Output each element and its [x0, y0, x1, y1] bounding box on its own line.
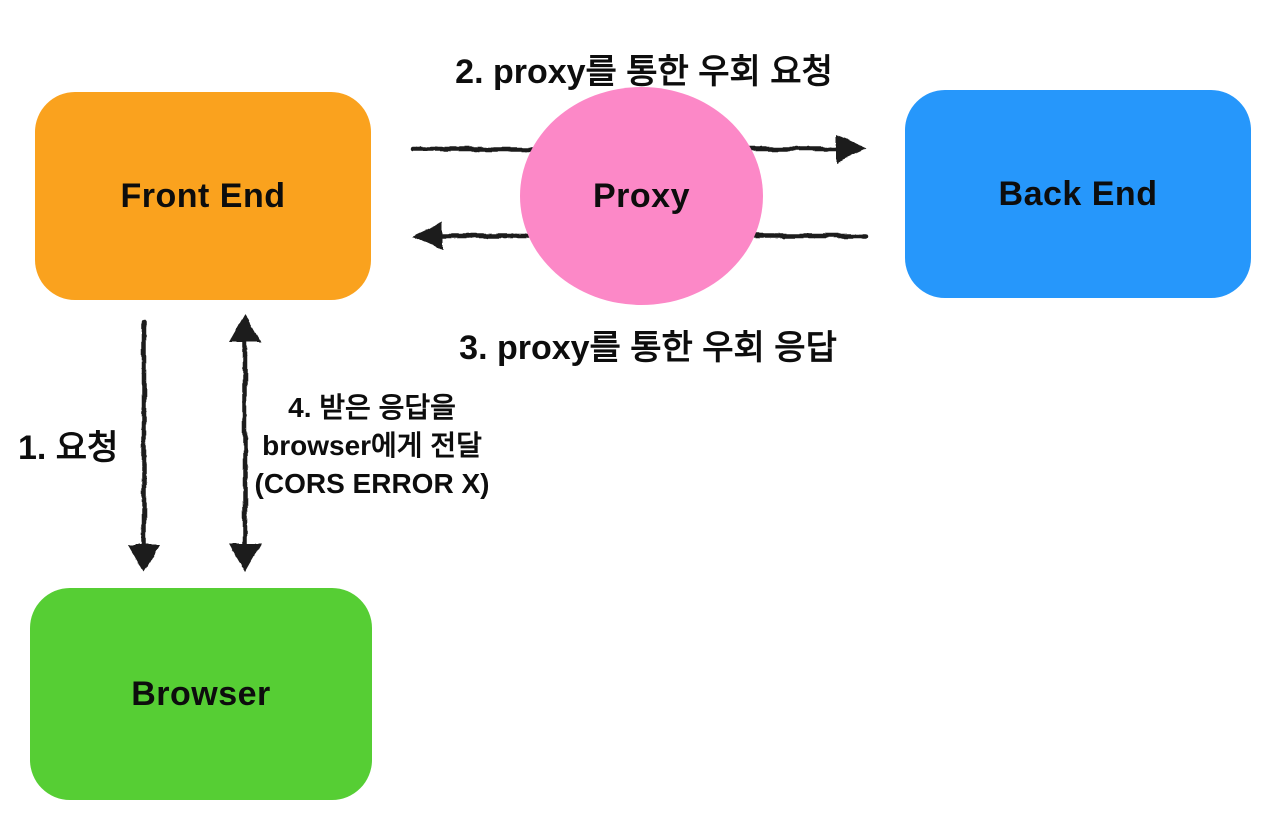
node-browser: Browser: [30, 588, 372, 800]
annotation-step1-request: 1. 요청: [18, 429, 119, 467]
node-proxy: Proxy: [520, 87, 763, 305]
arrowhead-left-icon: [412, 222, 442, 250]
annotation-step4-line3: (CORS ERROR X): [254, 468, 490, 499]
node-proxy-label: Proxy: [593, 176, 690, 215]
arrow-request: [128, 318, 160, 572]
arrowhead-down-icon: [229, 544, 261, 572]
node-front-end: Front End: [35, 92, 371, 300]
annotation-step2-proxy-request: 2. proxy를 통한 우회 요청: [455, 53, 833, 91]
annotation-step3-proxy-response: 3. proxy를 통한 우회 응답: [459, 329, 837, 367]
node-back-end: Back End: [905, 90, 1251, 298]
annotation-step4-deliver-response: 4. 받은 응답을 browser에게 전달 (CORS ERROR X): [222, 389, 522, 503]
annotation-step4-line1: 4. 받은 응답을: [288, 392, 456, 423]
annotation-step4-line2: browser에게 전달: [262, 430, 482, 461]
arrowhead-up-icon: [229, 314, 261, 342]
arrowhead-right-icon: [836, 135, 866, 163]
node-back-end-label: Back End: [998, 174, 1158, 213]
arrow-deliver-response: [229, 314, 261, 572]
node-front-end-label: Front End: [120, 176, 286, 215]
node-browser-label: Browser: [131, 674, 271, 713]
arrowhead-down-icon: [128, 544, 160, 572]
